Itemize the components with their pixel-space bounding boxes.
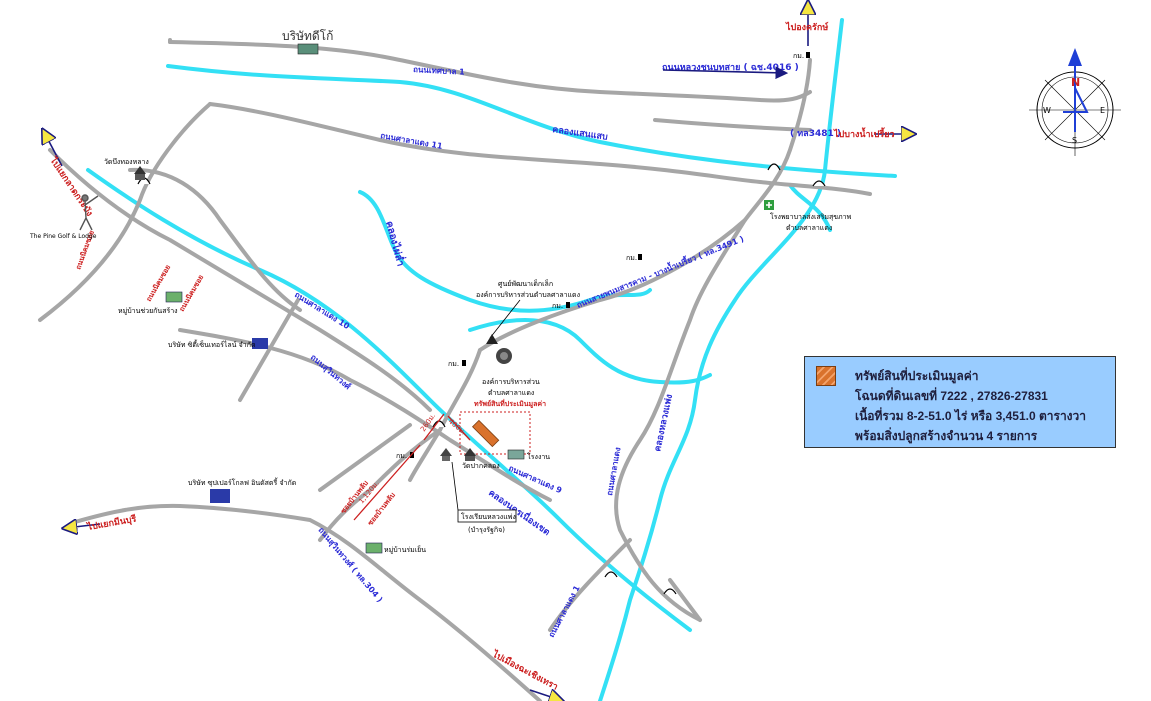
property-area [459, 411, 531, 455]
label-km-top: กม. [793, 52, 804, 60]
compass-rose: N S E W [1029, 48, 1121, 156]
label-golf: The Pine Golf & Lodge [29, 233, 97, 240]
label-km-2: กม. [552, 302, 563, 310]
label-4016: ถนนหลวงชนบทสาย ( ฉช.4016 ) [662, 63, 799, 73]
property-legend: ทรัพย์สินที่ประเมินมูลค่า โฉนดที่ดินเลขท… [804, 356, 1116, 448]
legend-deed: โฉนดที่ดินเลขที่ 7222 , 27826-27831 [855, 389, 1048, 403]
label-to-bangnampriao: ไปบางน้ำเปรี้ยว [833, 127, 895, 140]
building-icon [297, 43, 319, 55]
road-soi [318, 428, 442, 542]
compass-s: S [1072, 136, 1077, 145]
label-phailam: คลองไผ่ล่ำ [383, 219, 409, 267]
school-icon [440, 448, 452, 461]
direction-arrows [44, 4, 912, 700]
golfer-icon [79, 194, 99, 231]
label-childcenter-2: องค์การบริหารส่วนตำบลศาลาแดง [476, 291, 580, 299]
legend-area: เนื้อที่รวม 8-2-51.0 ไร่ หรือ 3,451.0 ตา… [855, 409, 1087, 423]
km-marker-icon [410, 52, 810, 458]
road-4016 [478, 58, 812, 352]
road-salaeng-east [614, 218, 747, 622]
school-label-box [457, 509, 517, 523]
compass-w: W [1043, 106, 1051, 115]
property-swatch [816, 366, 836, 386]
label-company-super: บริษัท ซุปเปอร์โกลฟ อินดัสตรี้ จำกัด [188, 476, 296, 487]
canal-ongkharak [598, 18, 844, 701]
label-km-1: กม. [626, 254, 637, 262]
north-arrow-icon [1068, 48, 1082, 66]
factory-icon [507, 449, 525, 460]
roads [38, 38, 872, 701]
canal-luangphaeng [86, 168, 692, 632]
compass-n: N [1071, 76, 1080, 89]
road-labels: บริษัทดีโก้ ถนนเทศบาล 1 ถนนหลวงชนบทสาย (… [74, 29, 841, 639]
road-diag-west [48, 148, 432, 412]
label-salaeng1: ถนนศาลาแดง 1 [547, 584, 582, 639]
road-salaeng11 [208, 102, 872, 196]
label-canal-saensaep: คลองแสนแสบ [552, 125, 609, 143]
company-super-icon [210, 489, 230, 503]
label-to-ongkharak: ไปองครักษ์ [785, 21, 828, 33]
road-salaeng1 [548, 538, 632, 632]
label-3491: ถนนสายพนมสารคาม - บางน้ำเปรี้ยว ( ทล.349… [575, 232, 745, 309]
places: วัดบึงทองหลาง The Pine Golf & Lodge โรงพ… [29, 43, 852, 554]
label-village-b: หมู่บ้านร่มเย็น [384, 545, 426, 554]
label-company-top: บริษัทดีโก้ [282, 29, 333, 43]
label-dist-400: 400ม. [447, 417, 468, 436]
childcenter-icon [486, 334, 498, 344]
road-salaeng10 [178, 328, 552, 502]
label-canal-luang: คลองหลวงแพ่ง [652, 393, 675, 452]
label-3481: ( ทล3481 ) [790, 129, 841, 139]
label-km-4: กม. [396, 452, 407, 460]
label-wat-bueng: วัดบึงทองหลาง [104, 157, 149, 166]
label-property: ทรัพย์สินที่ประเมินมูลค่า [474, 398, 546, 409]
road-3481 [653, 118, 812, 132]
temple-icon [134, 166, 146, 180]
label-childcenter-1: ศูนย์พัฒนาเด็กเล็ก [498, 279, 553, 288]
label-factory: โรงงาน [527, 452, 550, 461]
label-hathai: ถนนเทศบาล 1 [413, 65, 466, 77]
canals [86, 18, 897, 701]
village-icon [165, 291, 183, 303]
label-siwut: ถนนสุวินทวงศ์ [308, 352, 354, 393]
legend-title: ทรัพย์สินที่ประเมินมูลค่า [855, 369, 979, 383]
temple-pak-icon [464, 448, 476, 461]
company-icon [252, 338, 268, 349]
label-village-a: หมู่บ้านช่วยกันสร้าง [118, 307, 178, 315]
label-tao-2: ตำบลศาลาแดง [488, 389, 534, 397]
legend-buildings: พร้อมสิ่งปลูกสร้างจำนวน 4 รายการ [855, 429, 1038, 443]
canal-saensaep [166, 64, 897, 178]
label-wat-pak: วัดปากคลอง [462, 462, 500, 470]
property-marker-icon [471, 419, 500, 448]
label-hospital-1: โรงพยาบาลส่งเสริมสุขภาพ [770, 212, 852, 221]
label-school-2: (บำรุงรัฐกิจ) [468, 526, 505, 534]
village-b-icon [365, 542, 383, 554]
label-school-1: โรงเรียนหลวงแพ่ง [461, 512, 516, 521]
tao-emblem-icon [496, 348, 512, 364]
label-hospital-2: ตำบลศาลาแดง [786, 224, 832, 232]
road-304 [73, 503, 542, 701]
label-tao-1: องค์การบริหารส่วน [482, 378, 540, 386]
direction-labels: ไปองครักษ์ ไปบางน้ำเปรี้ยว ไปแยกลาดกระบั… [47, 21, 895, 693]
compass-e: E [1100, 106, 1105, 115]
label-km-3: กม. [448, 360, 459, 368]
label-company-city: บริษัท ซิตี้เซ็นเทอร์ไลน์ จำกัด [168, 338, 256, 349]
